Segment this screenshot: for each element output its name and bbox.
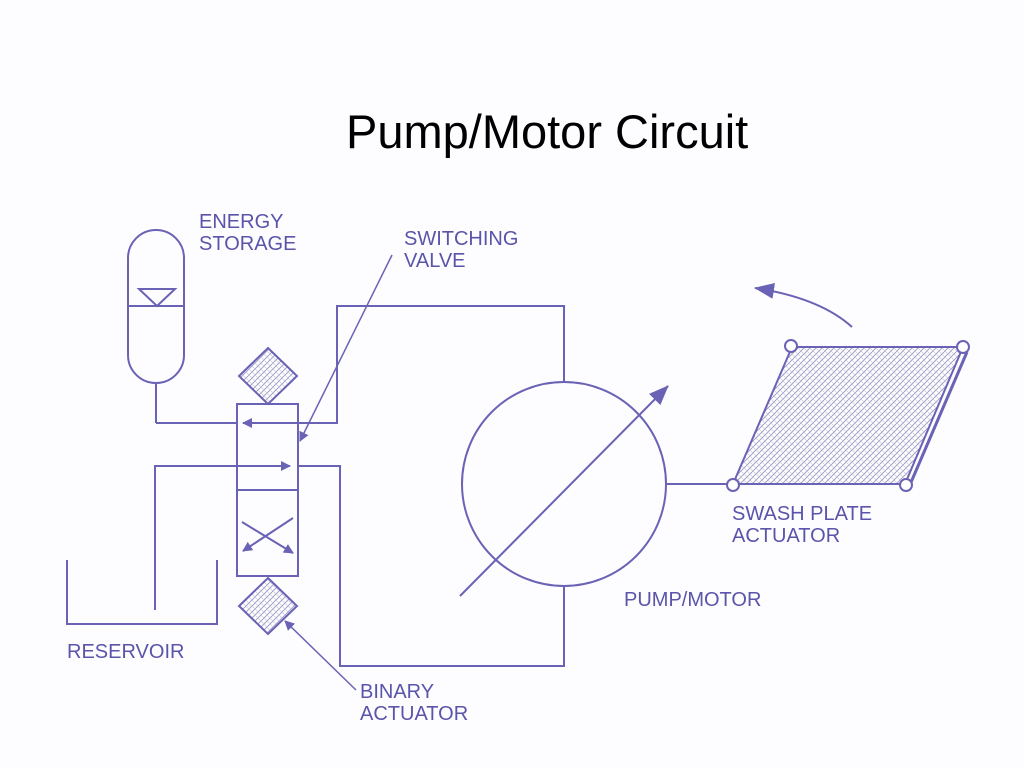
high-pressure-line [298,305,565,424]
pump-motor [459,381,669,597]
pump-motor-label: PUMP/MOTOR [624,589,762,611]
swash-plate-actuator-label: SWASH PLATE ACTUATOR [732,503,873,547]
switching-valve-label: SWITCHING VALVE [404,228,519,272]
energy-storage-label: ENERGY STORAGE [199,211,297,255]
swash-plate [726,339,970,492]
low-pressure-line [154,465,565,667]
reservoir [66,560,218,625]
page-title: Pump/Motor Circuit [346,105,749,158]
switching-valve-leader [299,254,393,442]
binary-actuator-bottom [237,576,299,636]
binary-actuator-leader [284,620,357,691]
binary-actuator-label: BINARY ACTUATOR [360,681,469,725]
rotation-arrow [754,282,853,328]
switching-valve [236,403,299,577]
binary-actuator-top [237,346,299,406]
energy-storage-accumulator [127,229,237,424]
reservoir-label: RESERVOIR [67,641,185,663]
